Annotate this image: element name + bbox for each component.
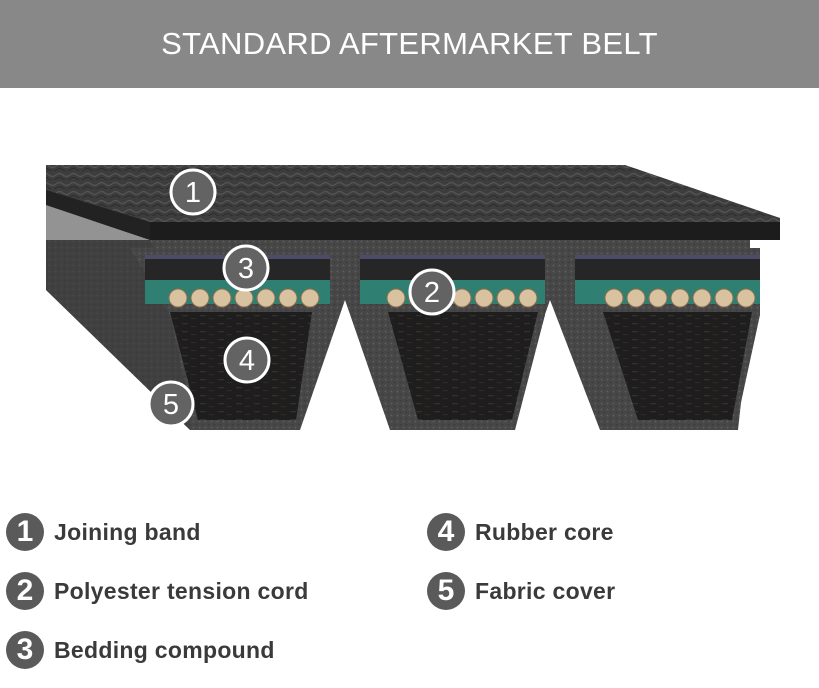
legend-item-bedding-compound: 3 Bedding compound bbox=[6, 631, 275, 669]
legend-number-badge: 1 bbox=[6, 513, 44, 551]
legend-label: Joining band bbox=[54, 518, 201, 545]
marker-1-text: 1 bbox=[185, 177, 201, 209]
marker-4-text: 4 bbox=[239, 345, 255, 377]
legend-label: Polyester tension cord bbox=[54, 577, 309, 604]
marker-bedding-compound: 3 bbox=[222, 244, 270, 292]
legend-number-badge: 2 bbox=[6, 572, 44, 610]
marker-tension-cord: 2 bbox=[408, 268, 456, 316]
marker-3-text: 3 bbox=[238, 253, 254, 285]
legend-label: Fabric cover bbox=[475, 577, 616, 604]
legend-item-rubber-core: 4 Rubber core bbox=[427, 513, 614, 551]
marker-rubber-core: 4 bbox=[223, 336, 271, 384]
legend-item-joining-band: 1 Joining band bbox=[6, 513, 201, 551]
legend-item-fabric-cover: 5 Fabric cover bbox=[427, 572, 615, 610]
legend-number-badge: 3 bbox=[6, 631, 44, 669]
legend-number-badge: 5 bbox=[427, 572, 465, 610]
legend-number-badge: 4 bbox=[427, 513, 465, 551]
marker-2-text: 2 bbox=[424, 277, 440, 309]
page-title: STANDARD AFTERMARKET BELT bbox=[161, 26, 658, 61]
title-banner: STANDARD AFTERMARKET BELT bbox=[0, 0, 819, 88]
marker-5-text: 5 bbox=[163, 389, 179, 421]
marker-joining-band: 1 bbox=[169, 168, 217, 216]
belt-cross-section-diagram: 1 3 2 4 5 bbox=[46, 165, 780, 430]
rib-3 bbox=[560, 248, 760, 430]
legend-label: Bedding compound bbox=[54, 636, 275, 663]
legend-label: Rubber core bbox=[475, 518, 614, 545]
marker-fabric-cover: 5 bbox=[147, 380, 195, 428]
joining-band-top bbox=[46, 165, 780, 240]
legend-item-tension-cord: 2 Polyester tension cord bbox=[6, 572, 309, 610]
